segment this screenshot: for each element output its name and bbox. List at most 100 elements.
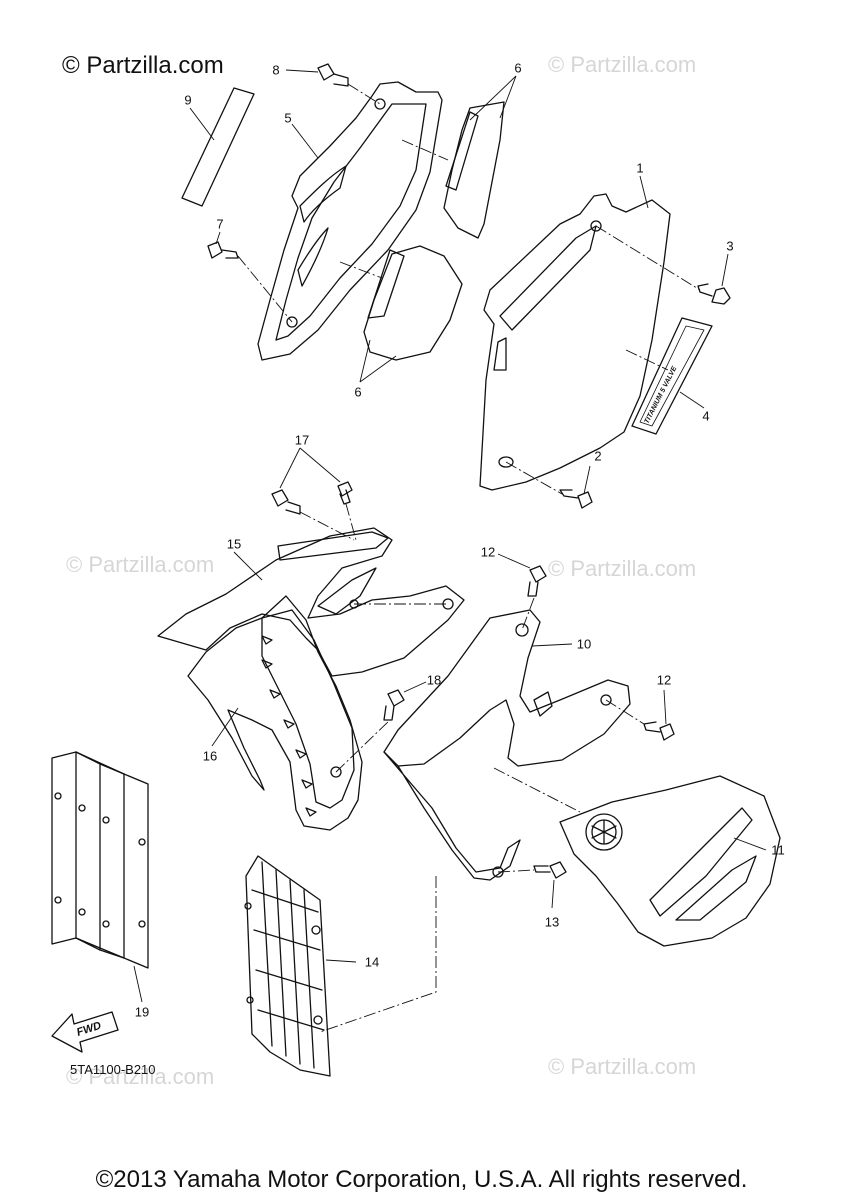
part-14-louver-guard[interactable] — [244, 855, 331, 1077]
part-16-shroud[interactable] — [187, 595, 363, 831]
leader-6a-2 — [469, 75, 517, 121]
leader-10 — [531, 643, 573, 647]
assembly-line-7 — [237, 255, 293, 323]
part-4-decal[interactable] — [631, 317, 713, 435]
callout-7: 7 — [216, 216, 224, 232]
leader-11 — [733, 837, 767, 851]
callout-14: 14 — [364, 954, 380, 970]
watermark-bottom-left: © Partzilla.com — [66, 1064, 215, 1089]
part-11-side-panel[interactable] — [559, 775, 781, 947]
callout-4: 4 — [702, 408, 710, 424]
part-18-bolt[interactable] — [383, 689, 405, 721]
watermark-middle-right: © Partzilla.com — [548, 556, 697, 581]
brand-title: © Partzilla.com — [62, 52, 224, 79]
leader-2 — [583, 465, 591, 495]
leader-17-2 — [299, 447, 341, 483]
assembly-line-14 — [319, 876, 437, 1033]
part-10-cutout — [533, 691, 553, 717]
part-15-scoop[interactable] — [157, 527, 465, 677]
part-12-bolt-right[interactable] — [643, 721, 675, 741]
assembly-line-6b — [339, 261, 383, 279]
part-13-bolt[interactable] — [533, 861, 567, 879]
leader-13 — [551, 879, 555, 909]
callout-1: 1 — [636, 160, 644, 176]
callout-18: 18 — [426, 672, 442, 688]
part-1-side-cover[interactable] — [479, 193, 671, 491]
part-17-bolt-left[interactable] — [271, 489, 301, 515]
part-10-right-hole — [600, 694, 612, 706]
copyright-notice: ©2013 Yamaha Motor Corporation, U.S.A. A… — [95, 1166, 748, 1193]
part-6-lower-adhesive — [367, 249, 405, 319]
part-5-inner-edge — [275, 103, 427, 341]
leader-3 — [721, 253, 729, 287]
part-15-inner — [317, 567, 377, 615]
callout-17: 17 — [294, 432, 310, 448]
leader-14 — [325, 959, 357, 963]
assembly-line-4 — [625, 349, 669, 371]
assembly-line-17a — [299, 511, 355, 541]
part-1-slot — [493, 337, 507, 371]
leader-4 — [679, 391, 705, 409]
leader-15 — [233, 551, 263, 581]
part-5-slot — [297, 227, 329, 287]
callout-2: 2 — [594, 448, 602, 464]
assembly-line-3 — [595, 225, 701, 291]
part-6-upper-pad[interactable] — [443, 101, 505, 239]
part-7-bolt[interactable] — [207, 241, 239, 259]
callout-19: 19 — [134, 1004, 150, 1020]
part-5-rear-cover[interactable] — [257, 81, 443, 361]
drawing-code: 5TA1100-B210 — [70, 1062, 156, 1077]
part-5-mount-hole — [374, 98, 386, 110]
callout-8: 8 — [272, 62, 280, 78]
leader-9 — [189, 107, 215, 141]
part-19-radiator-guard[interactable] — [51, 751, 149, 969]
part-10-shroud[interactable] — [383, 609, 631, 767]
part-1-lower-hole — [498, 456, 514, 468]
leader-6b-2 — [359, 355, 397, 383]
callout-6-lower: 6 — [354, 384, 362, 400]
part-16-teeth — [261, 635, 317, 817]
leader-1 — [639, 175, 649, 209]
leader-6b-1 — [359, 339, 371, 383]
leader-16 — [211, 707, 239, 747]
part-6-lower-pad[interactable] — [363, 245, 463, 361]
part-2-bolt[interactable] — [559, 489, 593, 509]
part-8-bolt[interactable] — [317, 63, 349, 87]
part-11-stripe — [649, 807, 753, 917]
part-11-tuning-fork-emblem — [585, 813, 623, 851]
part-9-strip[interactable] — [181, 87, 255, 207]
part-10-upper-hole — [515, 623, 529, 637]
callout-9: 9 — [184, 92, 192, 108]
leader-12a — [497, 553, 531, 569]
callout-16: 16 — [202, 748, 218, 764]
watermark-bottom-right: © Partzilla.com — [548, 1054, 697, 1079]
assembly-line-2 — [505, 461, 563, 495]
part-17-bolt-right[interactable] — [337, 481, 353, 505]
decal-text: TITANIUM 5 VALVE — [644, 365, 679, 425]
assembly-line-12b — [605, 699, 645, 725]
leader-5 — [291, 123, 319, 159]
part-3-bolt[interactable] — [697, 283, 731, 305]
assembly-line-13 — [497, 869, 535, 873]
part-16-hole — [330, 766, 342, 778]
watermark-top-right: © Partzilla.com — [548, 52, 697, 77]
part-12-bolt-upper[interactable] — [527, 565, 547, 597]
leader-18 — [403, 681, 427, 693]
callout-12-right: 12 — [656, 672, 672, 688]
callout-6-upper: 6 — [514, 60, 522, 76]
leader-6a-1 — [499, 75, 517, 119]
assembly-line-8 — [347, 83, 381, 105]
part-5-vent — [299, 165, 347, 223]
leader-12b — [663, 689, 667, 725]
callout-5: 5 — [284, 110, 292, 126]
callout-3: 3 — [726, 238, 734, 254]
leader-7 — [215, 231, 221, 245]
part-11-lower-stripe — [675, 855, 757, 921]
fwd-arrow — [51, 1011, 119, 1053]
assembly-line-6a — [401, 139, 449, 161]
part-1-upper-hole — [590, 220, 602, 232]
assembly-line-17b — [345, 503, 357, 541]
watermark-middle-left: © Partzilla.com — [66, 552, 215, 577]
leader-17-1 — [279, 447, 301, 489]
